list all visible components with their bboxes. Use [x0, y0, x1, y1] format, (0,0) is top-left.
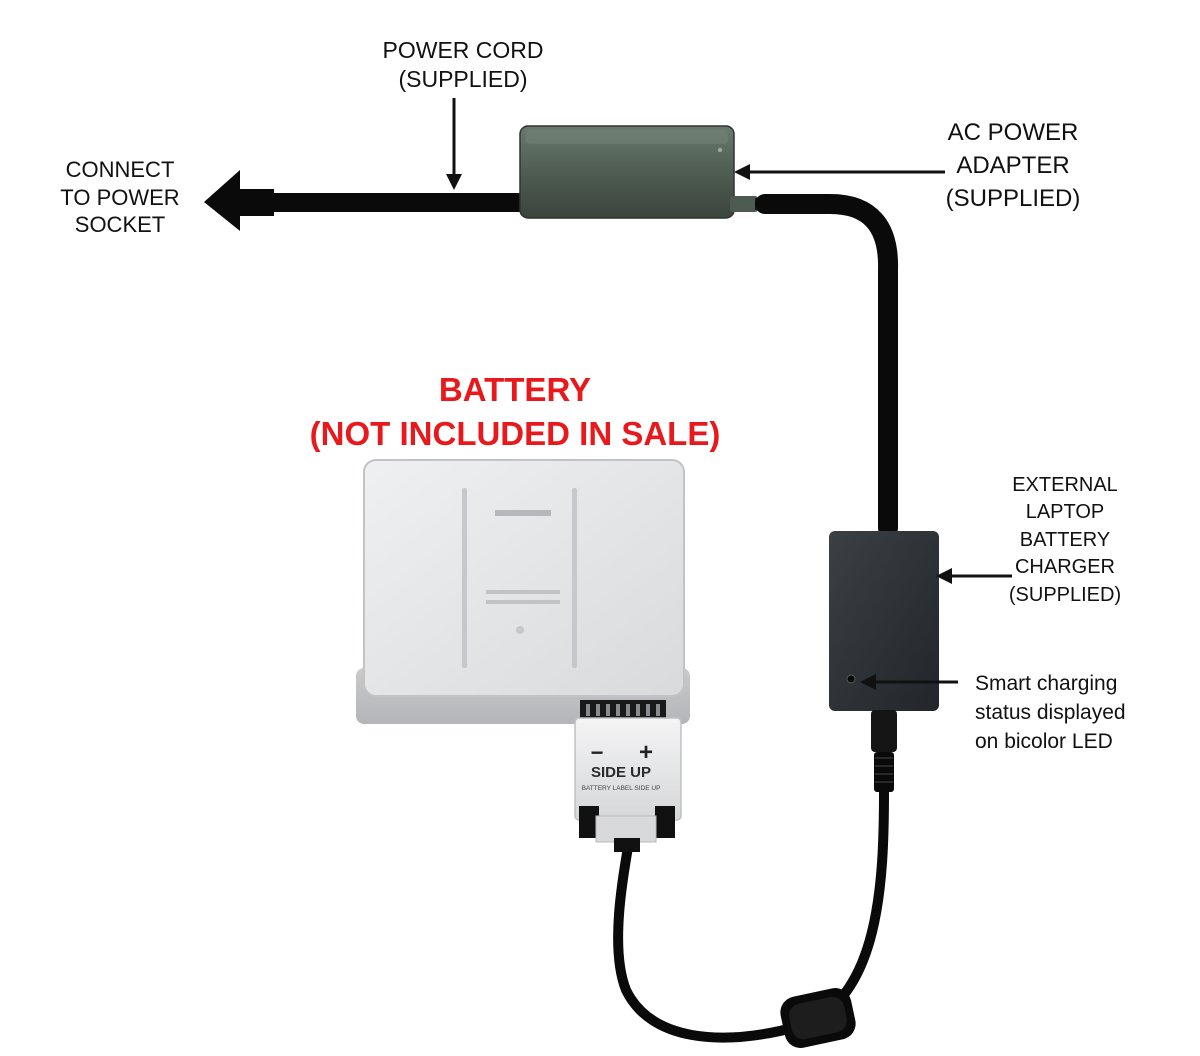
power-socket-label-line: TO POWER — [60, 184, 180, 210]
ac-adapter-label-line: ADAPTER — [956, 152, 1070, 180]
connector-side-up: SIDE UP — [591, 764, 651, 781]
charger-label-line: (SUPPLIED) — [1008, 583, 1122, 606]
ac-power-adapter — [519, 125, 767, 219]
bicolor-led-icon — [846, 674, 856, 684]
charger-label: EXTERNAL LAPTOP BATTERY CHARGER (SUPPLIE… — [990, 472, 1140, 609]
led-arrow-icon — [860, 674, 876, 690]
ac-adapter-label-line: (SUPPLIED) — [945, 185, 1081, 213]
battery-warning-line: (NOT INCLUDED IN SALE) — [309, 414, 721, 452]
adapter-to-charger-cable — [755, 194, 899, 538]
led-status-label: Smart charging status displayed on bicol… — [975, 670, 1175, 756]
power-cord — [204, 170, 524, 231]
led-status-label-line: status displayed — [975, 700, 1126, 724]
connector-small-text: BATTERY LABEL SIDE UP — [582, 785, 661, 792]
battery-warning-label: BATTERY (NOT INCLUDED IN SALE) — [250, 368, 780, 455]
charger-to-battery-cable — [613, 785, 889, 1043]
power-cord-label-line: (SUPPLIED) — [398, 65, 528, 92]
cord-arrow-icon — [446, 174, 462, 190]
laptop-battery — [356, 459, 690, 724]
ferrite-core — [780, 988, 856, 1048]
power-socket-label-line: SOCKET — [74, 212, 166, 237]
ac-adapter-label: AC POWER ADAPTER (SUPPLIED) — [918, 116, 1108, 215]
ac-adapter-label-line: AC POWER — [947, 119, 1079, 146]
connector-minus: − — [591, 740, 604, 765]
connector-plus: + — [639, 739, 653, 766]
charger-label-line: CHARGER — [1014, 556, 1115, 579]
led-status-label-line: on bicolor LED — [975, 729, 1113, 753]
led-status-label-line: Smart charging — [975, 672, 1118, 695]
charger-arrow-icon — [936, 568, 952, 584]
battery-connector-clip: − + SIDE UP BATTERY LABEL SIDE UP — [574, 717, 682, 852]
charger-label-line: LAPTOP — [1025, 501, 1105, 524]
adapter-arrow-icon — [734, 164, 750, 180]
power-socket-label: CONNECT TO POWER SOCKET — [40, 156, 200, 239]
external-battery-charger — [829, 531, 939, 792]
charger-label-line: EXTERNAL — [1012, 474, 1118, 496]
power-cord-label: POWER CORD (SUPPLIED) — [363, 36, 563, 94]
power-socket-label-line: CONNECT — [65, 157, 175, 182]
charger-label-line: BATTERY — [1019, 528, 1111, 551]
battery-warning-line: BATTERY — [438, 371, 592, 408]
power-cord-label-line: POWER CORD — [382, 37, 544, 63]
socket-arrow-icon — [204, 170, 250, 231]
pointer-arrows — [446, 98, 1012, 690]
